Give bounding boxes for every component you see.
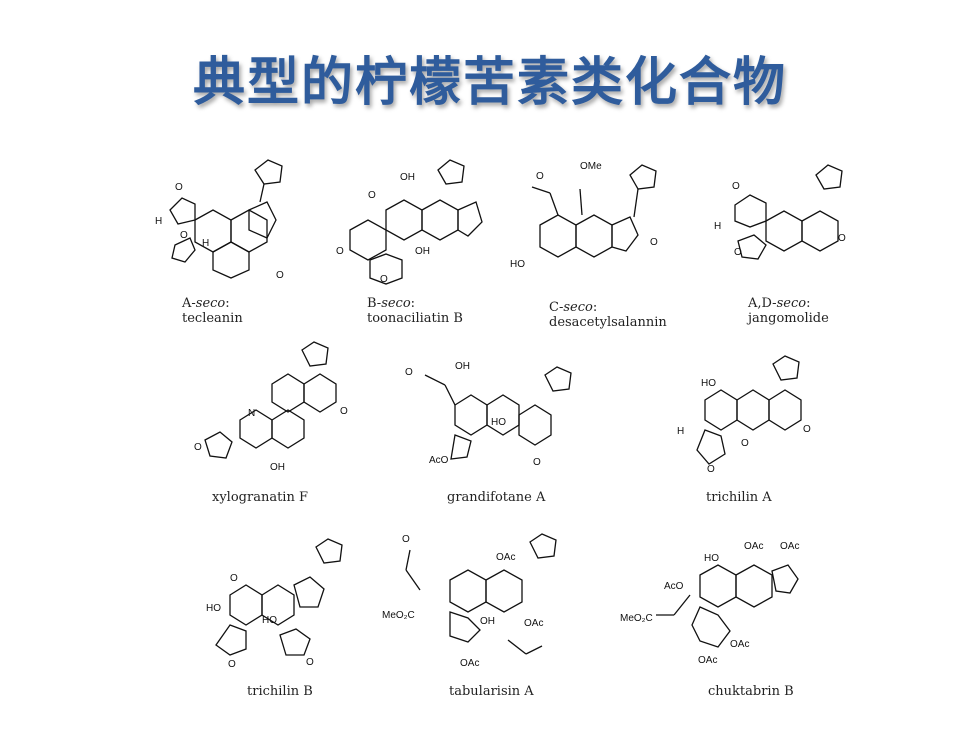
atom-ho: HO	[704, 553, 719, 564]
atom-oac: OAc	[460, 658, 479, 669]
structure-drawing: O OH HO AcO O	[405, 361, 572, 468]
atom-o: O	[405, 367, 413, 378]
label-toonaciliatin-b: B-seco: toonaciliatin B	[367, 296, 463, 326]
atom-aco: AcO	[429, 455, 449, 466]
atom-oh: OH	[400, 172, 415, 183]
page-title: 典型的柠檬苦素类化合物	[192, 53, 787, 113]
atom-ho: HO	[206, 603, 221, 614]
atom-o: O	[230, 573, 238, 584]
atom-oh: OH	[455, 361, 470, 372]
compound-name: jangomolide	[748, 311, 829, 326]
structure-drawing: O H O O	[714, 164, 846, 260]
structure-drawing: HO OAc OAc AcO MeO₂C OAc OAc	[620, 541, 799, 666]
label-chuktabrin-b: chuktabrin B	[708, 684, 794, 699]
atom-o: O	[803, 424, 811, 435]
atom-h: H	[202, 238, 209, 249]
structure-toonaciliatin-b: OH O O OH O	[330, 150, 500, 290]
structure-trichilin-a: HO H O O O	[665, 350, 835, 485]
atom-oac: OAc	[524, 618, 543, 629]
structure-drawing: HO H O O O	[677, 355, 811, 475]
structure-jangomolide: O H O O	[710, 155, 870, 295]
atom-o: O	[368, 190, 376, 201]
atom-meo2c: MeO₂C	[620, 613, 653, 624]
structure-drawing: OH O O OH O	[336, 159, 483, 285]
atom-o: O	[732, 181, 740, 192]
atom-oh: OH	[415, 246, 430, 257]
atom-o: O	[402, 534, 410, 545]
atom-o: O	[380, 274, 388, 285]
atom-ome: OMe	[580, 161, 602, 172]
label-trichilin-b: trichilin B	[247, 684, 313, 699]
atom-oac: OAc	[698, 655, 717, 666]
atom-oac: OAc	[496, 552, 515, 563]
compound-name: chuktabrin B	[708, 684, 794, 699]
structure-drawing: N O OH O	[194, 341, 348, 473]
atom-h: H	[714, 221, 721, 232]
atom-o: O	[194, 442, 202, 453]
label-xylogranatin-f: xylogranatin F	[212, 490, 308, 505]
atom-o: O	[707, 464, 715, 475]
label-trichilin-a: trichilin A	[706, 490, 772, 505]
atom-oac: OAc	[744, 541, 763, 552]
atom-o: O	[734, 247, 742, 258]
atom-o: O	[306, 657, 314, 668]
atom-o: O	[228, 659, 236, 670]
atom-o: O	[180, 230, 188, 241]
structure-trichilin-b: O HO HO O O	[200, 535, 370, 675]
label-tabularisin-a: tabularisin A	[449, 684, 534, 699]
atom-o: O	[650, 237, 658, 248]
atom-oh: OH	[480, 616, 495, 627]
atom-oac: OAc	[780, 541, 799, 552]
atom-o: O	[336, 246, 344, 257]
label-grandifotane-a: grandifotane A	[447, 490, 545, 505]
atom-aco: AcO	[664, 581, 684, 592]
atom-o: O	[175, 182, 183, 193]
atom-h: H	[155, 216, 162, 227]
structure-chuktabrin-b: HO OAc OAc AcO MeO₂C OAc OAc	[620, 535, 820, 675]
structure-drawing: O O H H O	[155, 159, 284, 281]
atom-o: O	[276, 270, 284, 281]
atom-n: N	[248, 408, 255, 419]
atom-ho: HO	[701, 378, 716, 389]
label-jangomolide: A,D-seco: jangomolide	[748, 296, 829, 326]
atom-ho: HO	[510, 259, 525, 270]
label-desacetylsalannin: C-seco: desacetylsalannin	[549, 300, 667, 330]
structure-tabularisin-a: O OAc MeO₂C OH OAc OAc	[380, 530, 580, 675]
atom-meo2c: MeO₂C	[382, 610, 415, 621]
compound-name: tabularisin A	[449, 684, 534, 699]
structure-drawing: O HO HO O O	[206, 538, 343, 670]
atom-o: O	[838, 233, 846, 244]
structure-drawing: O OAc MeO₂C OH OAc OAc	[382, 533, 557, 669]
compound-name: trichilin B	[247, 684, 313, 699]
atom-h: H	[677, 426, 684, 437]
structure-grandifotane-a: O OH HO AcO O	[395, 345, 585, 485]
compound-name: xylogranatin F	[212, 490, 308, 505]
compound-name: grandifotane A	[447, 490, 546, 505]
atom-o: O	[536, 171, 544, 182]
atom-ho: HO	[491, 417, 506, 428]
compound-name: desacetylsalannin	[549, 315, 667, 330]
atom-o: O	[533, 457, 541, 468]
atom-o: O	[340, 406, 348, 417]
structure-drawing: OMe O HO O	[510, 161, 658, 270]
structure-desacetylsalannin: OMe O HO O	[510, 155, 680, 295]
structure-tecleanin: O O H H O	[150, 150, 310, 290]
compound-name: tecleanin	[182, 311, 243, 326]
compound-name: toonaciliatin B	[367, 311, 463, 326]
label-tecleanin: A-seco: tecleanin	[182, 296, 243, 326]
atom-ho: HO	[262, 615, 277, 626]
atom-oh: OH	[270, 462, 285, 473]
atom-oac: OAc	[730, 639, 749, 650]
structure-xylogranatin-f: N O OH O	[190, 340, 360, 485]
atom-o: O	[741, 438, 749, 449]
compound-name: trichilin A	[706, 490, 772, 505]
